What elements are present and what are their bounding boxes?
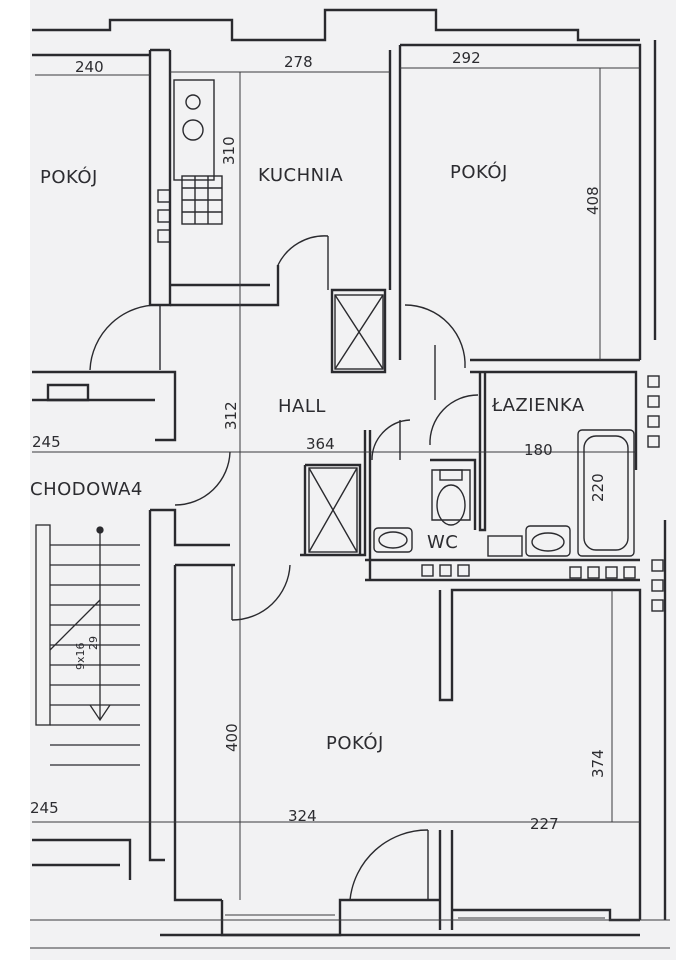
dimension-180: 180 [524,441,553,459]
dimension-324: 324 [288,807,317,825]
room-label-pokoj-big: POKÓJ [326,732,384,754]
dimension-408: 408 [584,186,602,215]
dimension-220: 220 [589,473,607,502]
stair-label-count: 29 [87,636,100,650]
walls [32,8,667,937]
dimension-245-top: 245 [32,433,61,451]
room-label-kuchnia: KUCHNIA [258,165,343,186]
room-label-wc: WC [427,532,458,553]
dimension-364: 364 [306,435,335,453]
dimension-374: 374 [589,749,607,778]
dimension-292: 292 [452,49,481,67]
dimension-240: 240 [75,58,104,76]
room-label-lazienka: ŁAZIENKA [491,395,585,416]
fixtures [157,79,664,612]
thin-lines [30,67,670,949]
dimension-312: 312 [222,401,240,430]
shafts [308,294,384,553]
dimension-310: 310 [220,136,238,165]
dimension-400: 400 [223,723,241,752]
dimension-245-bottom: 245 [30,799,59,817]
stair-label-steps: 9x16 [74,642,87,670]
dimension-278: 278 [284,53,313,71]
room-label-hall: HALL [278,396,326,417]
staircase [35,524,140,766]
room-label-pokoj-left: POKÓJ [40,166,98,188]
dimension-227: 227 [530,815,559,833]
room-label-pokoj-top: POKÓJ [450,161,508,183]
doors [89,235,479,901]
room-label-klatka: CHODOWA4 [30,479,143,500]
